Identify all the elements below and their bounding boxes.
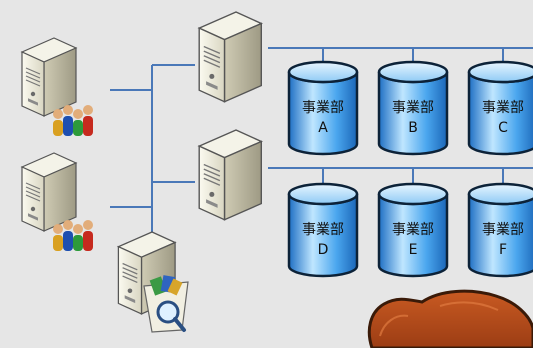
client-server-2 [21,152,93,251]
server-search-icon [117,231,189,333]
cartoon-character-hair-icon [367,289,533,348]
server-tower-icon [198,11,262,103]
search-server [117,231,189,333]
database-cylinder-icon [287,182,359,278]
server-with-users-icon [21,152,93,251]
database-label-letter: A [318,120,328,136]
database-label-letter: F [499,242,507,258]
database-2: 事業部 B [377,60,449,156]
database-label-letter: B [408,120,418,136]
server-with-users-icon [21,37,93,136]
app-server-1 [198,11,262,103]
database-label-letter: E [409,242,418,258]
database-group: 事業部 A 事業部 B 事業部 C 事業部 D 事業部 E 事業部 F [287,60,533,278]
database-cylinder-icon [377,182,449,278]
app-server-2 [198,129,262,221]
database-1: 事業部 A [287,60,359,156]
database-label-name: 事業部 [482,222,524,238]
server-tower-icon [198,129,262,221]
database-label-name: 事業部 [302,100,344,116]
database-label-name: 事業部 [482,100,524,116]
database-label-name: 事業部 [302,222,344,238]
database-cylinder-icon [377,60,449,156]
client-server-1 [21,37,93,136]
database-5: 事業部 E [377,182,449,278]
database-cylinder-icon [287,60,359,156]
database-label-name: 事業部 [392,100,434,116]
database-6: 事業部 F [467,182,533,278]
database-label-letter: C [498,120,508,136]
cartoon-character [367,289,533,348]
database-cylinder-icon [467,182,533,278]
database-label-letter: D [318,242,329,258]
database-3: 事業部 C [467,60,533,156]
database-4: 事業部 D [287,182,359,278]
database-label-name: 事業部 [392,222,434,238]
database-cylinder-icon [467,60,533,156]
